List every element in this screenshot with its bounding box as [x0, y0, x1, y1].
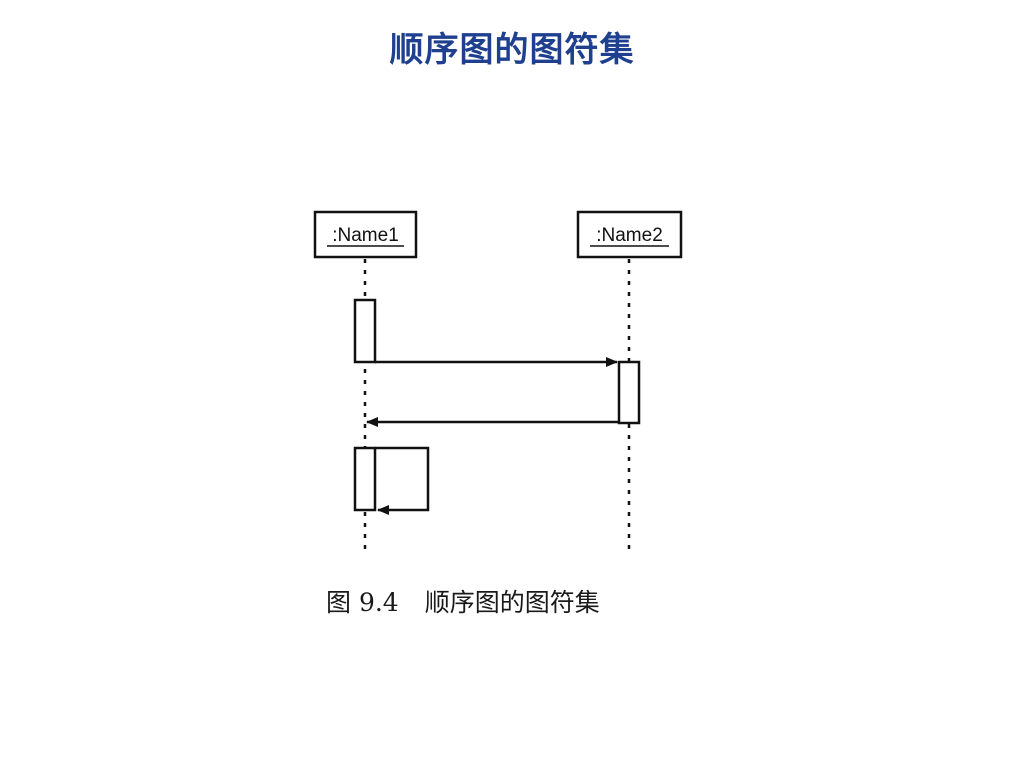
object-name1: :Name1	[313, 210, 418, 259]
figure-caption-number: 图 9.4	[326, 588, 399, 617]
object-name2: :Name2	[576, 210, 683, 259]
object-name2-box	[576, 210, 683, 259]
object-name1-box	[313, 210, 418, 259]
figure-caption: 图 9.4 顺序图的图符集	[326, 586, 706, 620]
message-self-call-arrow	[375, 446, 430, 515]
activation-bar-name2	[617, 360, 641, 425]
slide-title: 顺序图的图符集	[389, 30, 635, 70]
activation-bar-name1-second	[353, 446, 377, 512]
activation-bar-name1-first	[353, 298, 377, 364]
object-name2-label: :Name2	[596, 225, 663, 246]
object-name1-label: :Name1	[332, 225, 399, 246]
figure-caption-text: 顺序图的图符集	[424, 588, 600, 617]
